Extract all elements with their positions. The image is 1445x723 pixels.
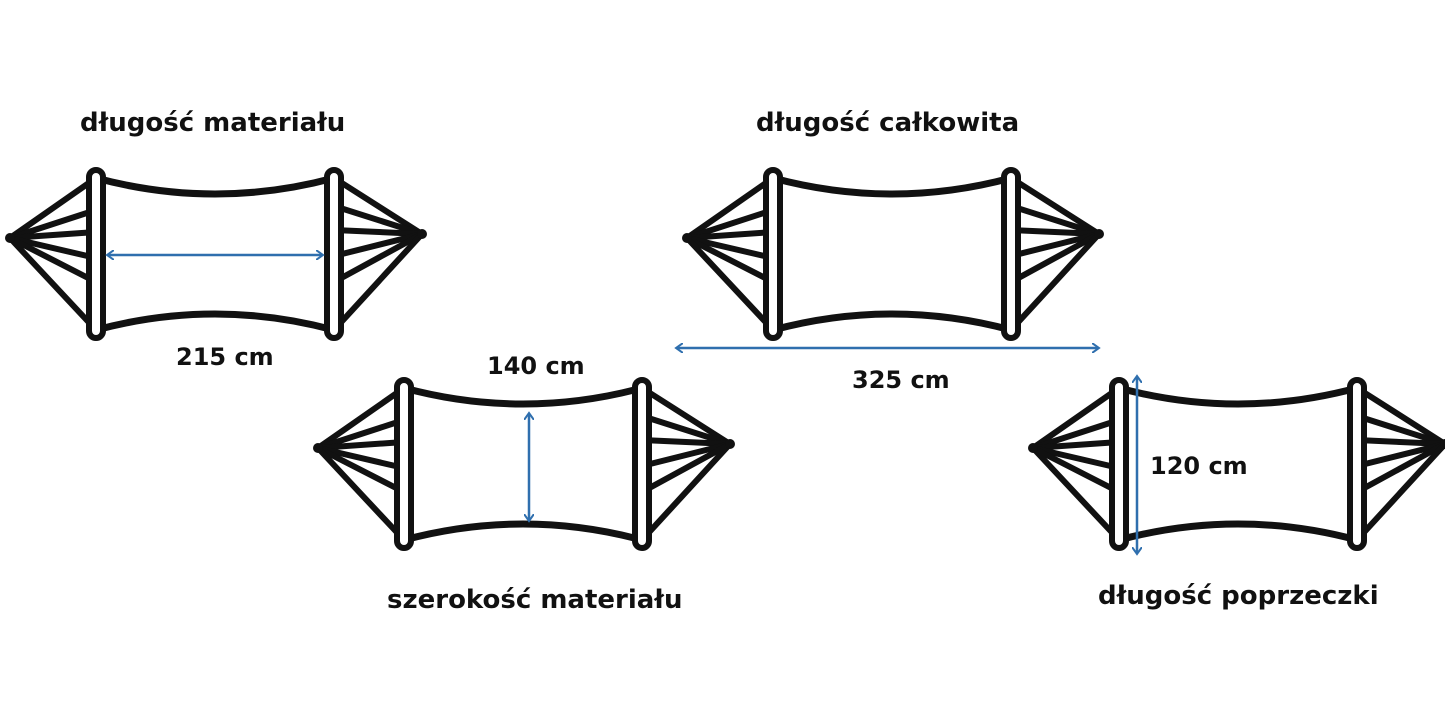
- hammock-cord-left: [7, 207, 99, 241]
- hammock-cord-left: [1030, 445, 1122, 471]
- hammock-fabric-width: [313, 377, 735, 551]
- hammock-cord-right: [639, 437, 733, 447]
- knot-left: [682, 233, 692, 243]
- hammock-cord-left: [684, 235, 776, 261]
- hammock-cord-left: [1030, 445, 1122, 543]
- hammock-cord-left: [315, 445, 407, 543]
- hammock-cord-right: [1354, 413, 1445, 447]
- spreader-bar-right: [1001, 167, 1021, 341]
- hammock-cord-left: [7, 175, 99, 241]
- hammock-cord-right: [1008, 231, 1102, 333]
- knot-right: [1094, 229, 1104, 239]
- spreader-bar-right: [1347, 377, 1367, 551]
- hammock-cord-right: [639, 385, 733, 447]
- hammock-cord-right: [639, 441, 733, 543]
- hammock-cord-left: [1030, 417, 1122, 451]
- hammock-spreader-length: [1028, 377, 1445, 551]
- measurement-fabric-length: 215 cm: [176, 343, 274, 371]
- title-fabric-width: szerokość materiału: [387, 585, 683, 615]
- title-total-length: długość całkowita: [756, 108, 1020, 138]
- hammock-cord-right: [1008, 231, 1102, 285]
- hammock-cord-right: [1354, 437, 1445, 447]
- hammock-fabric-length: [5, 167, 427, 341]
- hammock-fabric: [400, 384, 646, 544]
- hammock-cord-right: [1008, 175, 1102, 237]
- knot-left: [5, 233, 15, 243]
- hammock-cord-left: [315, 445, 407, 495]
- hammock-cord-right: [331, 231, 425, 333]
- hammock-fabric: [769, 174, 1015, 334]
- measurement-spreader-length: 120 cm: [1150, 452, 1248, 480]
- hammock-cord-right: [639, 413, 733, 447]
- hammock-cord-left: [7, 235, 99, 285]
- hammock-cord-right: [1008, 227, 1102, 237]
- hammock-cord-left: [684, 229, 776, 241]
- hammock-cord-left: [684, 235, 776, 285]
- spreader-bar-right: [324, 167, 344, 341]
- hammock-cord-left: [1030, 445, 1122, 495]
- hammock-cord-left: [7, 229, 99, 241]
- spreader-bar-right: [632, 377, 652, 551]
- hammock-cord-right: [1354, 441, 1445, 495]
- hammock-cord-left: [1030, 439, 1122, 451]
- hammock-cord-left: [1030, 385, 1122, 451]
- title-spreader-length: długość poprzeczki: [1098, 581, 1379, 611]
- hammock-cord-right: [639, 441, 733, 469]
- spreader-bar-left: [763, 167, 783, 341]
- title-fabric-length: długość materiału: [80, 108, 346, 138]
- knot-right: [417, 229, 427, 239]
- hammock-cord-right: [1354, 441, 1445, 469]
- hammock-cord-left: [315, 445, 407, 471]
- hammock-cord-left: [315, 439, 407, 451]
- hammock-cord-right: [331, 175, 425, 237]
- hammock-cord-left: [7, 235, 99, 261]
- hammock-cord-left: [684, 175, 776, 241]
- hammock-cord-right: [331, 227, 425, 237]
- knot-left: [1028, 443, 1038, 453]
- measurement-total-length: 325 cm: [852, 366, 950, 394]
- hammock-cord-right: [331, 203, 425, 237]
- hammock-cord-right: [1354, 385, 1445, 447]
- hammock-cord-right: [1008, 231, 1102, 259]
- hammock-cord-right: [639, 441, 733, 495]
- hammock-cord-left: [684, 235, 776, 333]
- knot-right: [1440, 439, 1445, 449]
- spreader-bar-left: [86, 167, 106, 341]
- measurement-fabric-width: 140 cm: [487, 352, 585, 380]
- hammock-cord-left: [7, 235, 99, 333]
- hammock-cord-left: [684, 207, 776, 241]
- hammock-total-length: [682, 167, 1104, 341]
- hammock-cord-right: [331, 231, 425, 285]
- spreader-bar-left: [394, 377, 414, 551]
- hammock-cord-left: [315, 417, 407, 451]
- hammock-cord-right: [1008, 203, 1102, 237]
- hammock-cord-left: [315, 385, 407, 451]
- hammock-cord-right: [1354, 441, 1445, 543]
- spreader-bar-left: [1109, 377, 1129, 551]
- knot-right: [725, 439, 735, 449]
- knot-left: [313, 443, 323, 453]
- hammock-cord-right: [331, 231, 425, 259]
